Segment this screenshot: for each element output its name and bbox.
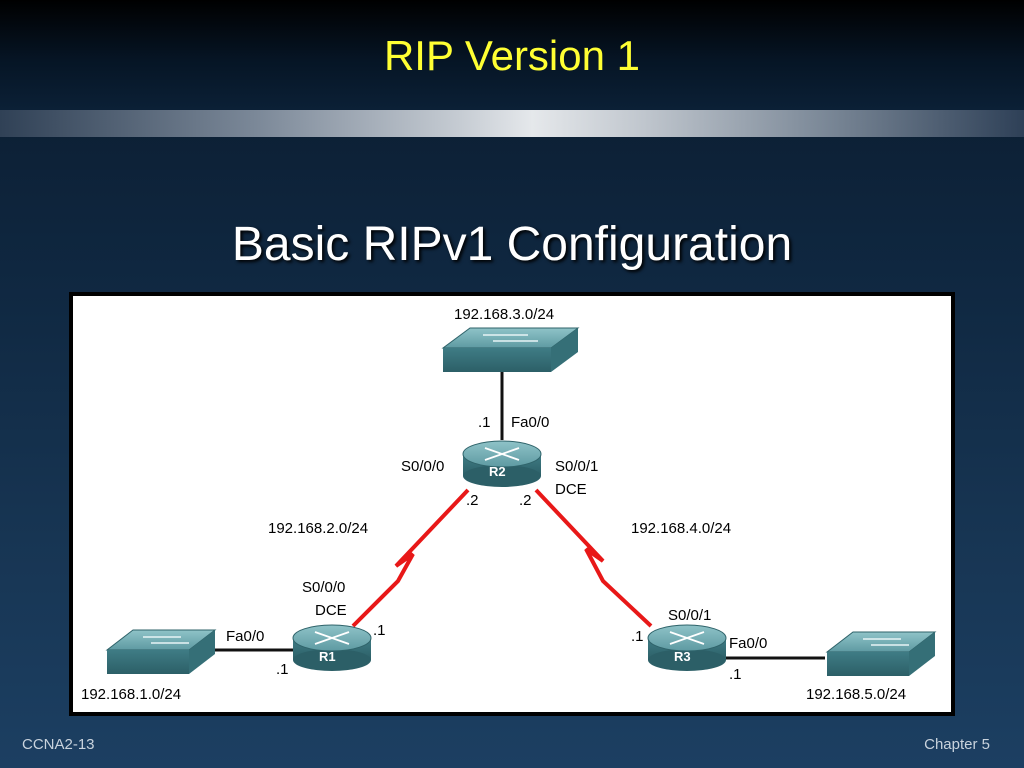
r2-fa-interface-label: Fa0/0	[511, 414, 550, 431]
r2-s001-host-label: .2	[519, 492, 532, 509]
switch-top-icon	[441, 327, 580, 372]
r2-s001-dce-label: DCE	[555, 481, 587, 498]
r1-r2-serial-link	[351, 488, 470, 628]
r3-fa-host-label: .1	[729, 666, 742, 683]
r2-s001-interface-label: S0/0/1	[555, 458, 599, 475]
switch-right-icon	[825, 631, 937, 676]
r1-fa-host-label: .1	[276, 661, 289, 678]
r2-fa-host-label: .1	[478, 414, 491, 431]
router-r1-icon	[292, 624, 372, 671]
r3-s001-host-label: .1	[631, 628, 644, 645]
footer-course-label: CCNA2-13	[22, 736, 95, 753]
slide-subtitle: Basic RIPv1 Configuration	[231, 218, 793, 271]
network-label-r3-lan: 192.168.5.0/24	[806, 686, 907, 703]
r1-s000-host-label: .1	[373, 622, 386, 639]
router-r3-label: R3	[674, 649, 691, 664]
r2-s000-interface-label: S0/0/0	[401, 458, 445, 475]
topology-drawing	[105, 327, 937, 676]
network-label-r2-lan: 192.168.3.0/24	[454, 306, 555, 323]
network-label-r1-r2: 192.168.2.0/24	[268, 520, 369, 537]
title-bar	[0, 0, 1024, 110]
r2-s000-host-label: .2	[466, 492, 479, 509]
r3-s001-interface-label: S0/0/1	[668, 607, 712, 624]
switch-left-icon	[105, 629, 217, 674]
router-r2-label: R2	[489, 464, 506, 479]
router-r3-icon	[647, 624, 727, 671]
network-label-r1-lan: 192.168.1.0/24	[81, 686, 182, 703]
slide-title: RIP Version 1	[383, 32, 641, 79]
r2-r3-serial-link	[534, 488, 653, 628]
diagram-canvas: R2 R1 R3 192.168.3.0/24 192.168.2.0/24 1…	[73, 296, 951, 712]
r3-fa-interface-label: Fa0/0	[729, 635, 768, 652]
title-divider-stripe	[0, 110, 1024, 137]
r1-s000-interface-label: S0/0/0	[302, 579, 346, 596]
router-r1-label: R1	[319, 649, 336, 664]
network-label-r2-r3: 192.168.4.0/24	[631, 520, 732, 537]
r1-s000-dce-label: DCE	[315, 602, 347, 619]
footer-chapter-label: Chapter 5	[924, 736, 990, 753]
router-r2-icon	[462, 440, 542, 487]
r1-fa-interface-label: Fa0/0	[226, 628, 265, 645]
network-topology-diagram: R2 R1 R3 192.168.3.0/24 192.168.2.0/24 1…	[69, 292, 955, 716]
